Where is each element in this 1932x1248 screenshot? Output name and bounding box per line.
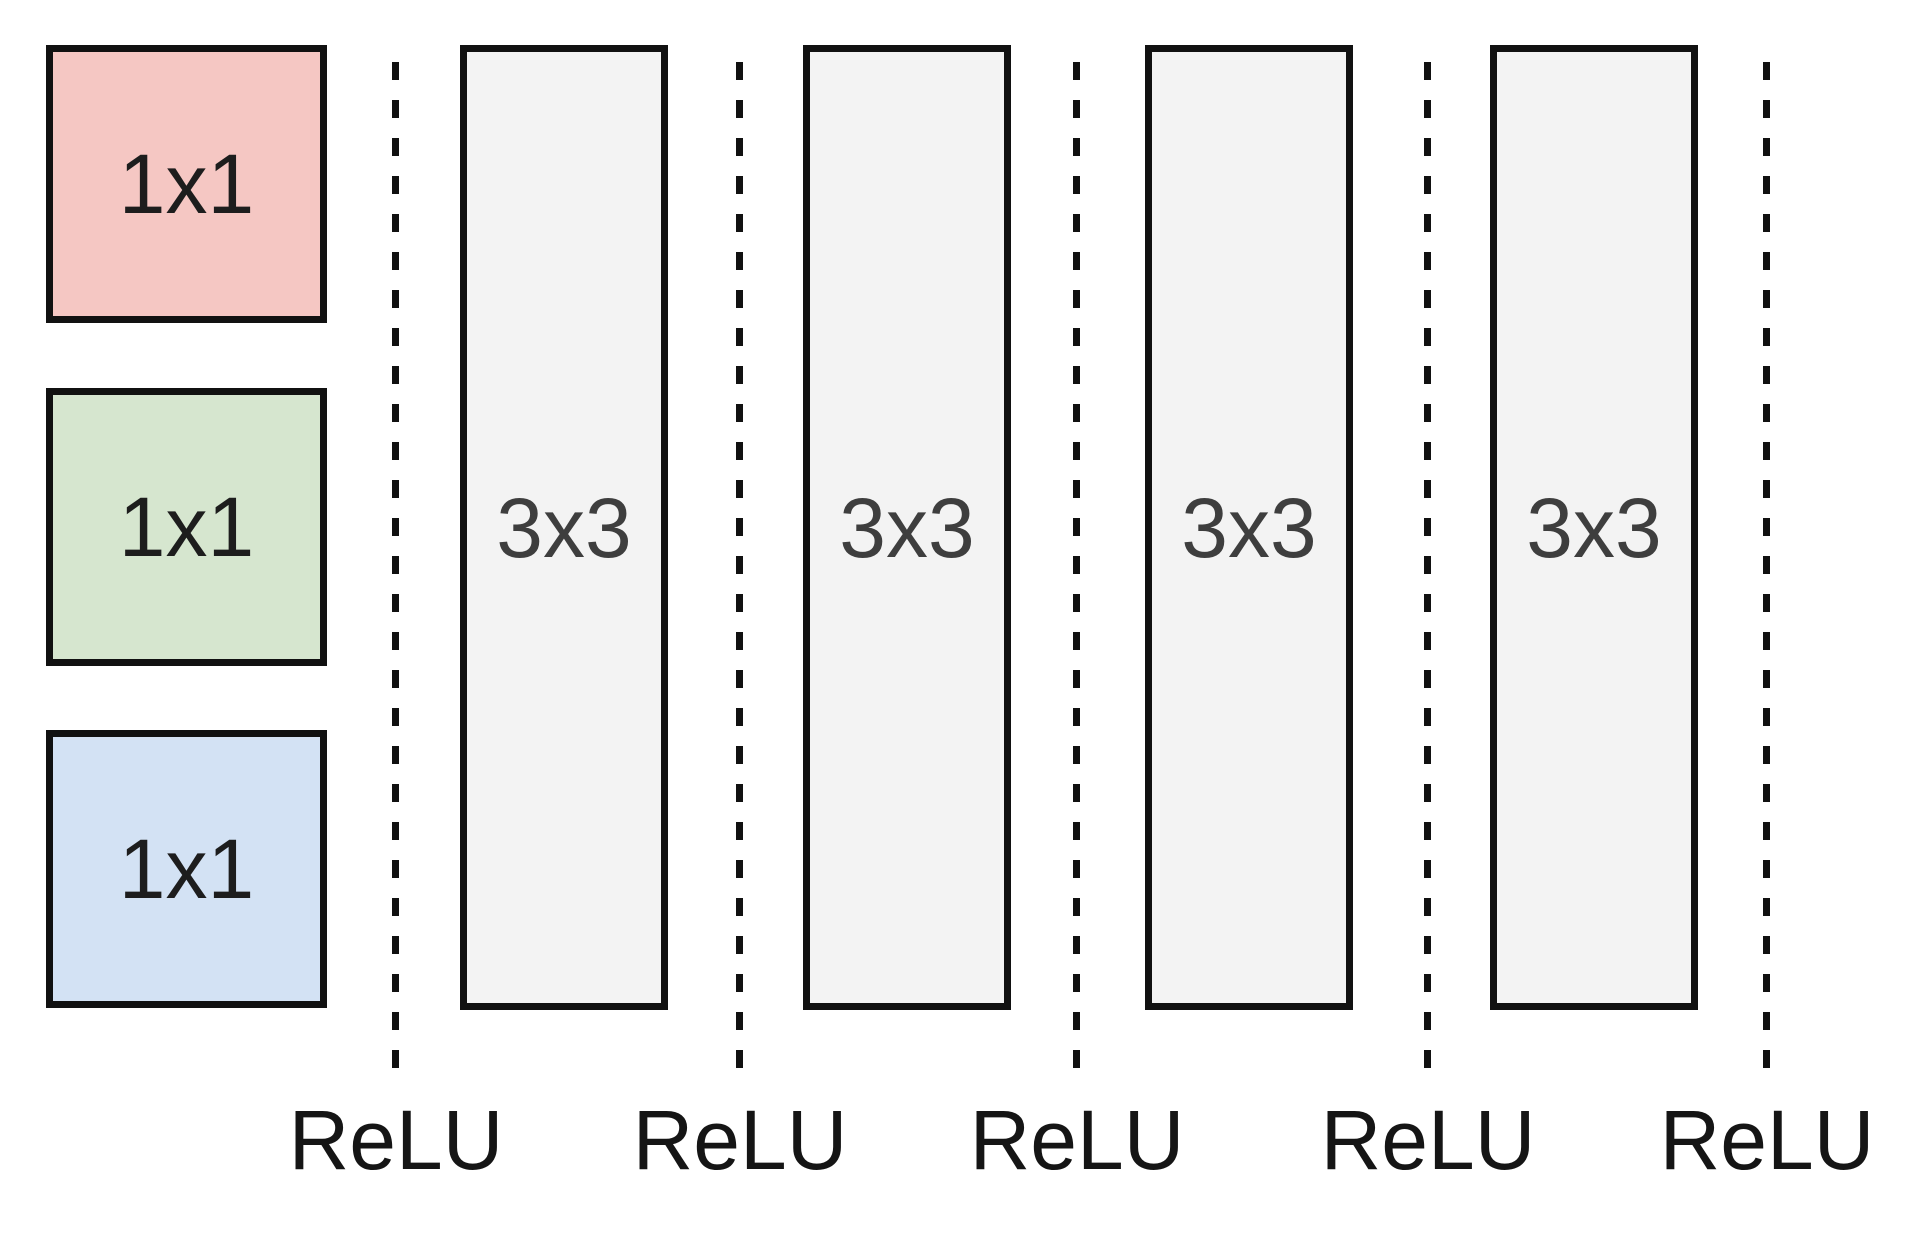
block-1x1-green-label: 1x1 (118, 480, 255, 574)
block-1x1-red: 1x1 (46, 45, 327, 323)
dashed-separator-2 (736, 62, 743, 1074)
dashed-separator-1 (392, 62, 399, 1074)
relu-label-2: ReLU (632, 1093, 848, 1187)
dashed-separator-3 (1073, 62, 1080, 1074)
block-1x1-blue: 1x1 (46, 730, 327, 1008)
block-3x3-3-label: 3x3 (1181, 480, 1317, 575)
block-1x1-blue-label: 1x1 (118, 822, 255, 916)
block-3x3-1: 3x3 (460, 45, 668, 1010)
relu-label-5: ReLU (1659, 1093, 1875, 1187)
relu-label-3: ReLU (969, 1093, 1185, 1187)
block-1x1-red-label: 1x1 (118, 137, 255, 231)
block-3x3-3: 3x3 (1145, 45, 1353, 1010)
block-1x1-green: 1x1 (46, 388, 327, 666)
block-3x3-2: 3x3 (803, 45, 1011, 1010)
dashed-separator-4 (1424, 62, 1431, 1074)
dashed-separator-5 (1763, 62, 1770, 1074)
block-3x3-4-label: 3x3 (1526, 480, 1662, 575)
relu-label-4: ReLU (1320, 1093, 1536, 1187)
block-3x3-4: 3x3 (1490, 45, 1698, 1010)
block-3x3-2-label: 3x3 (839, 480, 975, 575)
block-3x3-1-label: 3x3 (496, 480, 632, 575)
relu-label-1: ReLU (288, 1093, 504, 1187)
